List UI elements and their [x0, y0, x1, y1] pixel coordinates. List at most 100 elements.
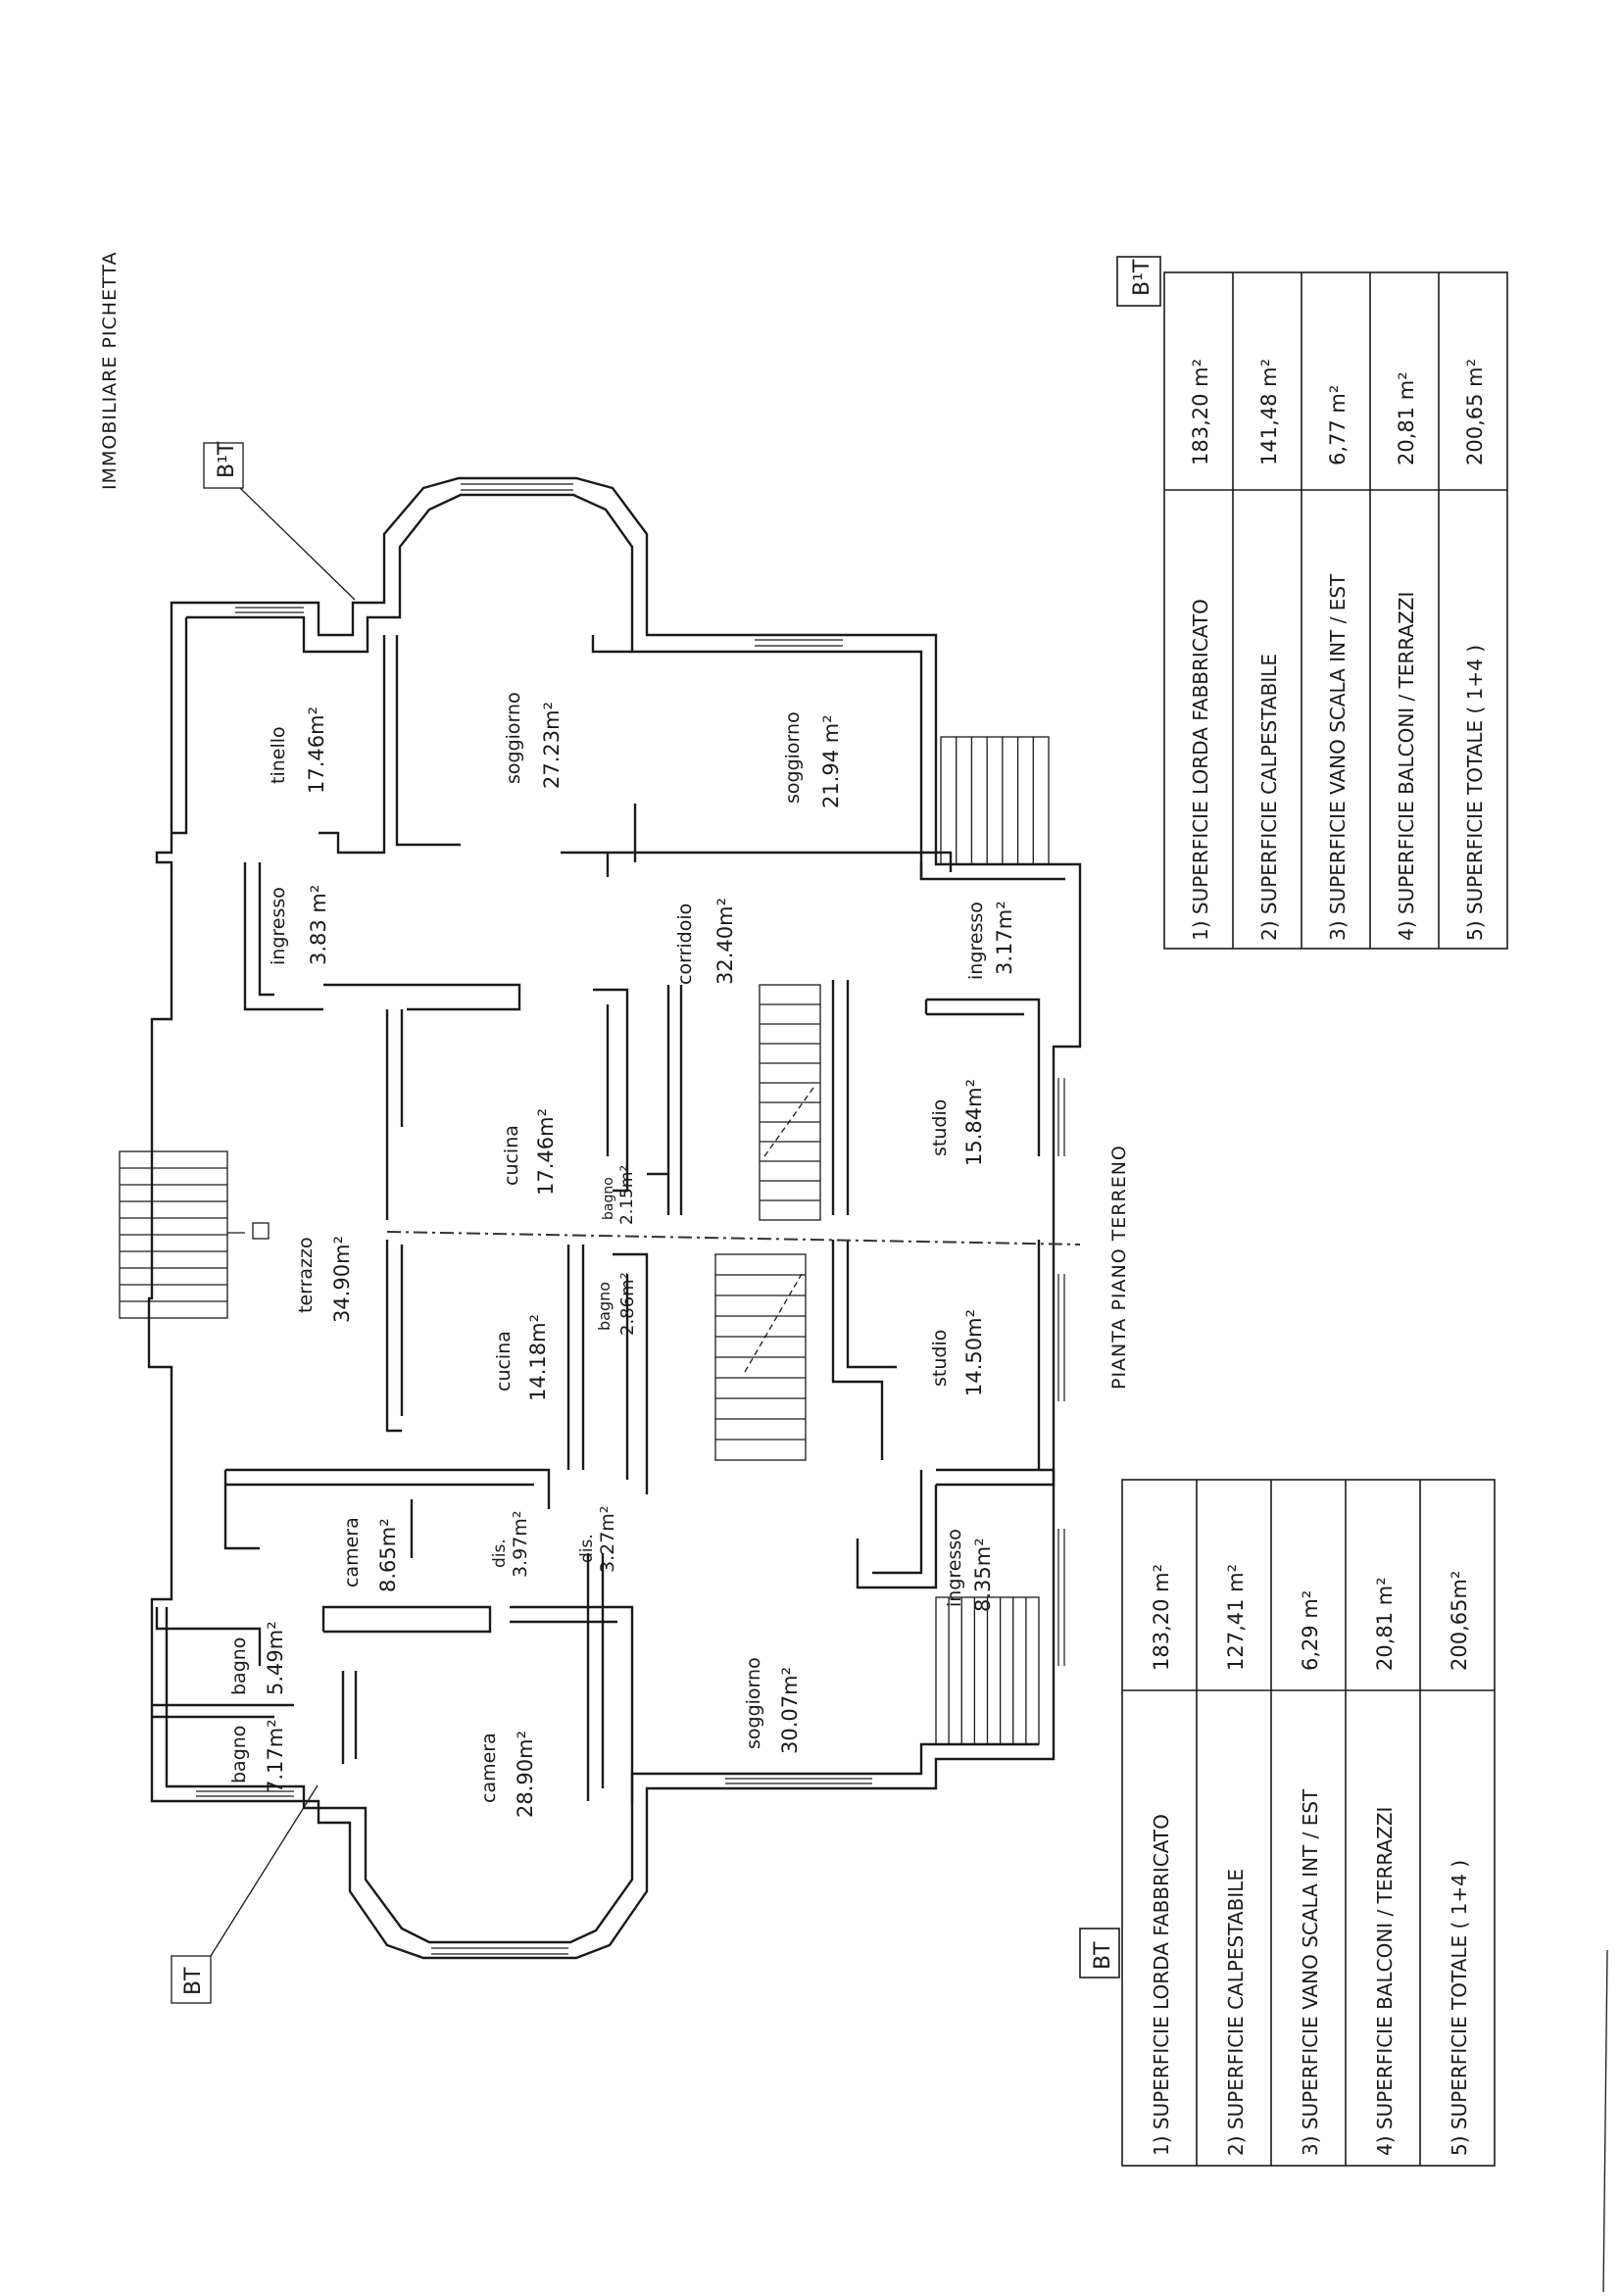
- table-top-row4-value: 20,81 m²: [1395, 371, 1418, 465]
- table-bottom-row1-value: 183,20 m²: [1150, 1564, 1173, 1671]
- table-top-row3-label: 3) SUPERFICIE VANO SCALA INT / EST: [1326, 573, 1350, 941]
- room-camera-2-area: 28.90m²: [514, 1731, 537, 1818]
- table-bottom-row3-label: 3) SUPERFICIE VANO SCALA INT / EST: [1299, 1788, 1322, 2156]
- room-bagno-3-name: bagno: [228, 1637, 250, 1695]
- section-marker-top: B¹T: [203, 441, 356, 601]
- room-corridoio: corridoio 32.40m²: [674, 898, 737, 985]
- room-terrazzo: terrazzo 34.90m²: [295, 1236, 354, 1323]
- room-dis-1-area: 3.97m²: [510, 1511, 531, 1578]
- page-edge-line: [1602, 1949, 1608, 2293]
- table-bottom-row5-label: 5) SUPERFICIE TOTALE ( 1+4 ): [1448, 1860, 1471, 2156]
- room-studio-2-area: 14.50m²: [962, 1309, 986, 1396]
- room-ingresso-2-area: 3.17m²: [993, 901, 1016, 975]
- room-dis-1-name: dis.: [490, 1539, 510, 1568]
- room-cucina-1: cucina 17.46m²: [501, 1108, 558, 1196]
- room-dis-1: dis. 3.97m²: [490, 1511, 531, 1578]
- room-bagno-4: bagno 7.17m²: [228, 1719, 287, 1793]
- room-soggiorno-2-name: soggiorno: [782, 711, 804, 804]
- table-bottom-row2-value: 127,41 m²: [1224, 1564, 1248, 1671]
- room-tinello-name: tinello: [268, 726, 289, 784]
- stair-right-top: [940, 736, 1050, 865]
- table-bottom-row4-label: 4) SUPERFICIE BALCONI / TERRAZZI: [1373, 1807, 1397, 2156]
- outer-walls: [147, 476, 1082, 1960]
- room-studio-2: studio 14.50m²: [929, 1309, 986, 1396]
- windows: [196, 483, 1065, 1955]
- table-top-row1-label: 1) SUPERFICIE LORDA FABBRICATO: [1189, 599, 1212, 941]
- room-bagno-1: bagno 2.15m²: [601, 1165, 637, 1225]
- room-soggiorno-3-name: soggiorno: [743, 1657, 764, 1749]
- room-soggiorno-3: soggiorno 30.07m²: [743, 1657, 802, 1754]
- section-marker-top-label: B¹T: [215, 441, 239, 478]
- room-cucina-1-area: 17.46m²: [534, 1108, 558, 1196]
- room-bagno-4-area: 7.17m²: [264, 1719, 287, 1793]
- table-bottom-row1-label: 1) SUPERFICIE LORDA FABBRICATO: [1150, 1814, 1173, 2156]
- room-dis-2-name: dis.: [577, 1534, 597, 1563]
- room-corridoio-name: corridoio: [674, 904, 696, 985]
- room-labels: tinello 17.46m² soggiorno 27.23m² soggio…: [228, 692, 1016, 1818]
- table-top-row2-value: 141,48 m²: [1257, 359, 1281, 465]
- interior-walls: [152, 635, 1056, 1803]
- room-dis-2: dis. 3.27m²: [577, 1506, 618, 1573]
- section-marker-bottom: BT: [171, 1784, 319, 2004]
- room-ingresso-3: ingresso 8.35m²: [944, 1529, 995, 1612]
- room-ingresso-2: ingresso 3.17m²: [965, 901, 1016, 980]
- room-ingresso-2-name: ingresso: [965, 902, 987, 980]
- room-soggiorno-3-area: 30.07m²: [778, 1667, 802, 1754]
- room-soggiorno-2: soggiorno 21.94 m²: [782, 711, 843, 808]
- summary-table-bottom: BT 1) SUPERFICIE LORDA FABBRICATO 183,20…: [1079, 1479, 1496, 2167]
- table-bottom-row3-value: 6,29 m²: [1299, 1590, 1322, 1671]
- section-marker-bottom-label: BT: [181, 1967, 206, 1995]
- room-camera-1-area: 8.65m²: [376, 1518, 400, 1592]
- plan-title: PIANTA PIANO TERRENO: [1108, 1145, 1130, 1390]
- room-ingresso-3-area: 8.35m²: [971, 1538, 995, 1612]
- room-cucina-1-name: cucina: [501, 1125, 522, 1186]
- table-top-row4-label: 4) SUPERFICIE BALCONI / TERRAZZI: [1395, 592, 1418, 941]
- room-bagno-2-area: 2.86m²: [617, 1272, 638, 1336]
- table-bottom-row4-value: 20,81 m²: [1373, 1577, 1397, 1671]
- table-top-row3-value: 6,77 m²: [1326, 385, 1350, 465]
- table-bottom-row2-label: 2) SUPERFICIE CALPESTABILE: [1224, 1869, 1248, 2156]
- unit-divider-line: [386, 1231, 1081, 1246]
- table-bottom-marker: BT: [1091, 1941, 1115, 1970]
- room-cucina-2: cucina 14.18m²: [493, 1314, 550, 1401]
- room-camera-1-name: camera: [341, 1517, 363, 1588]
- room-studio-1: studio 15.84m²: [929, 1079, 986, 1166]
- room-studio-2-name: studio: [929, 1330, 951, 1387]
- stair-left: [119, 1150, 270, 1319]
- room-studio-1-name: studio: [929, 1099, 951, 1156]
- stair-right-bottom: [935, 1596, 1040, 1745]
- room-bagno-4-name: bagno: [228, 1726, 250, 1783]
- room-soggiorno-1-name: soggiorno: [503, 692, 524, 784]
- room-cucina-2-area: 14.18m²: [526, 1314, 550, 1401]
- room-ingresso-1-area: 3.83 m²: [307, 885, 330, 965]
- room-bagno-2: bagno 2.86m²: [595, 1272, 638, 1336]
- room-bagno-1-area: 2.15m²: [617, 1165, 637, 1225]
- table-top-row5-label: 5) SUPERFICIE TOTALE ( 1+4 ): [1463, 645, 1487, 941]
- room-soggiorno-2-area: 21.94 m²: [819, 714, 843, 808]
- stair-interior-upper: [759, 984, 821, 1221]
- room-tinello-area: 17.46m²: [305, 707, 328, 794]
- table-top-row5-value: 200,65 m²: [1463, 359, 1487, 465]
- room-ingresso-3-name: ingresso: [944, 1529, 965, 1607]
- table-top-row2-label: 2) SUPERFICIE CALPESTABILE: [1257, 654, 1281, 941]
- room-cucina-2-name: cucina: [493, 1331, 515, 1392]
- summary-table-top: B¹T 1) SUPERFICIE LORDA FABBRICATO 183,2…: [1116, 256, 1508, 950]
- room-studio-1-area: 15.84m²: [962, 1079, 986, 1166]
- room-ingresso-1: ingresso 3.83 m²: [268, 885, 330, 965]
- room-camera-2-name: camera: [478, 1733, 500, 1803]
- room-tinello: tinello 17.46m²: [268, 707, 328, 794]
- room-corridoio-area: 32.40m²: [713, 898, 737, 985]
- room-camera-2: camera 28.90m²: [478, 1731, 537, 1818]
- room-camera-1: camera 8.65m²: [341, 1517, 400, 1592]
- table-bottom-row5-value: 200,65m²: [1448, 1571, 1471, 1671]
- table-top-row1-value: 183,20 m²: [1189, 359, 1212, 465]
- room-bagno-1-name: bagno: [601, 1177, 616, 1220]
- room-ingresso-1-name: ingresso: [268, 887, 289, 965]
- room-soggiorno-1: soggiorno 27.23m²: [503, 692, 564, 789]
- stair-interior-lower: [714, 1253, 807, 1461]
- room-bagno-3-area: 5.49m²: [264, 1621, 287, 1695]
- room-bagno-3: bagno 5.49m²: [228, 1621, 287, 1695]
- room-bagno-2-name: bagno: [595, 1282, 614, 1331]
